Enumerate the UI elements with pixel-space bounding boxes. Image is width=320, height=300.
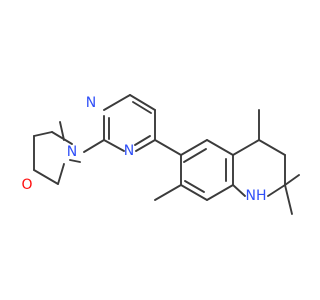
bond	[284, 184, 293, 215]
bond	[59, 121, 65, 141]
bond	[129, 94, 156, 111]
bonds	[33, 94, 300, 215]
bond	[180, 139, 208, 156]
bond	[69, 159, 81, 163]
bond	[83, 139, 105, 153]
bond	[284, 174, 300, 186]
bond	[33, 131, 53, 137]
bond	[232, 184, 246, 197]
bond	[206, 139, 234, 156]
bond	[232, 139, 260, 156]
bond	[135, 139, 156, 152]
bond	[57, 163, 65, 185]
bond	[180, 184, 208, 201]
atom-labels: O N N N NH	[21, 95, 266, 204]
nitrogen-atom-label: N	[67, 144, 77, 160]
bond	[154, 184, 182, 201]
bond	[103, 139, 125, 152]
structure-canvas: O N N N NH	[21, 94, 300, 215]
bond	[206, 184, 234, 201]
bond	[33, 169, 59, 185]
molecule-drawing: O N N N NH	[21, 94, 300, 215]
bond	[154, 139, 182, 156]
oxygen-atom-label: O	[21, 177, 32, 193]
nitrogen-atom-label: NH	[246, 188, 267, 204]
bond	[258, 139, 286, 156]
bond	[134, 135, 151, 146]
bond	[103, 94, 131, 111]
bond	[267, 184, 286, 197]
bond	[183, 148, 207, 163]
nitrogen-atom-label: N	[86, 95, 96, 111]
bond	[132, 101, 152, 114]
bond	[184, 180, 205, 193]
nitrogen-atom-label: N	[124, 143, 134, 159]
bond	[51, 131, 73, 145]
